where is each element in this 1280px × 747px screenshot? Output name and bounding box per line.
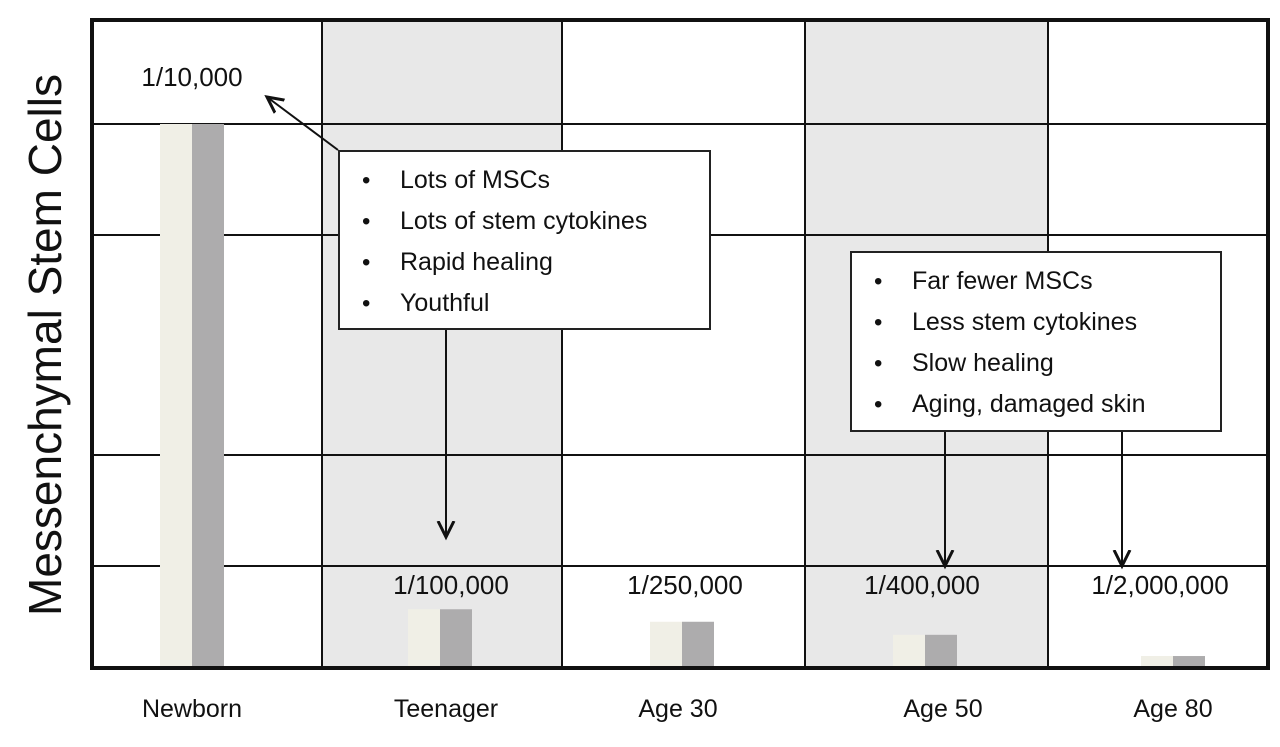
callout-youth: Lots of MSCs Lots of stem cytokines Rapi… — [338, 150, 711, 330]
callout-item: Far fewer MSCs — [874, 261, 1220, 302]
x-tick-label: Newborn — [141, 695, 243, 723]
bar-light — [1141, 656, 1173, 668]
x-tick-label: Age 30 — [638, 695, 718, 723]
value-label: 1/10,000 — [141, 62, 243, 92]
value-label: 1/2,000,000 — [1091, 570, 1229, 600]
value-label: 1/100,000 — [393, 570, 509, 600]
callout-item: Less stem cytokines — [874, 302, 1220, 343]
callout-item: Rapid healing — [362, 242, 709, 283]
callout-item: Aging, damaged skin — [874, 384, 1220, 425]
callout-item: Lots of stem cytokines — [362, 201, 709, 242]
x-tick-label: Teenager — [393, 695, 499, 723]
x-tick-label: Age 80 — [1133, 695, 1213, 723]
callout-item: Slow healing — [874, 343, 1220, 384]
bar-gray — [1173, 656, 1205, 668]
callout-item: Lots of MSCs — [362, 160, 709, 201]
bar-gray — [682, 621, 714, 668]
bar-light — [408, 609, 440, 668]
bar-gray — [925, 634, 957, 668]
bar-light — [893, 634, 925, 668]
value-label: 1/250,000 — [627, 570, 743, 600]
callout-aging: Far fewer MSCs Less stem cytokines Slow … — [850, 251, 1222, 432]
shaded-column — [322, 20, 562, 668]
value-label: 1/400,000 — [864, 570, 980, 600]
plot-frame — [90, 18, 1270, 670]
bar-light — [160, 124, 192, 668]
y-axis-label: Messenchymal Stem Cells — [19, 74, 71, 616]
arrow — [267, 97, 339, 151]
bar-gray — [440, 609, 472, 668]
bar-gray — [192, 124, 224, 668]
x-tick-label: Age 50 — [903, 695, 983, 723]
callout-item: Youthful — [362, 283, 709, 324]
bar-light — [650, 621, 682, 668]
